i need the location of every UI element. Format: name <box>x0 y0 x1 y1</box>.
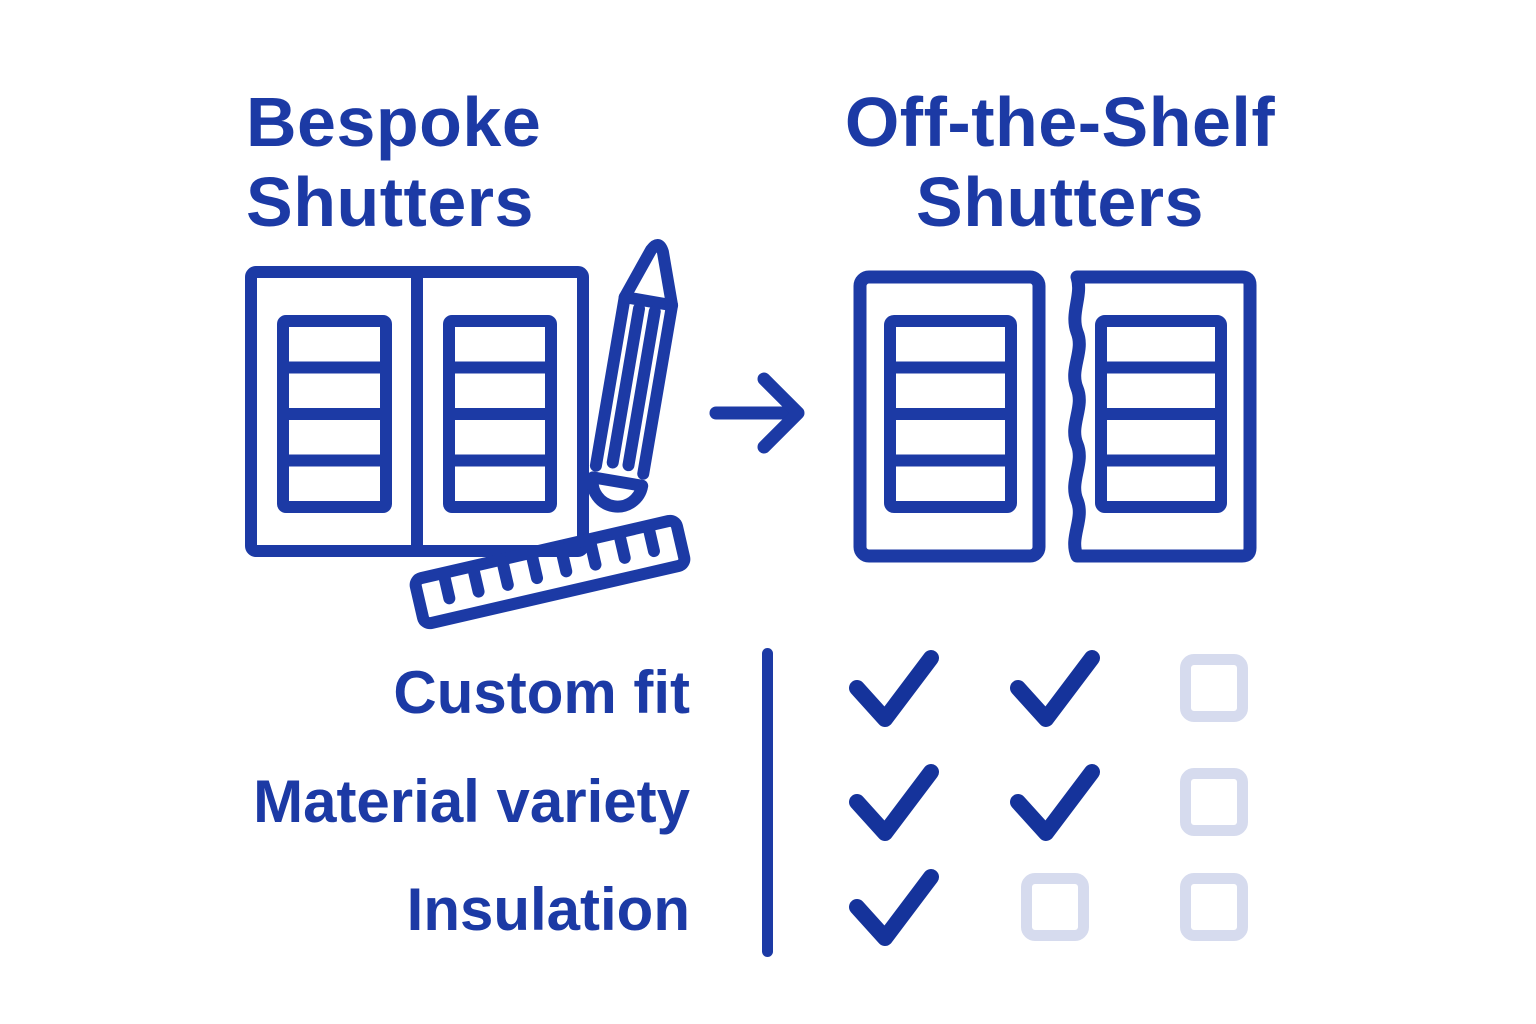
row-label-insulation: Insulation <box>406 876 690 943</box>
louver-panel-right <box>443 315 557 513</box>
comparison-divider <box>762 648 773 957</box>
shutter-panel-a <box>853 270 1046 563</box>
empty-checkbox-icon <box>1166 864 1262 950</box>
pencil-icon <box>586 239 679 513</box>
shutter-panel-b-wavy-edge <box>1068 270 1257 563</box>
offtheshelf-title: Off-the-Shelf Shutters <box>810 82 1310 242</box>
empty-checkbox-icon <box>1166 759 1262 845</box>
louver-panel-b <box>1095 315 1227 513</box>
checkmark-icon <box>1007 759 1103 845</box>
checkmark-icon <box>846 759 942 845</box>
checkmark-icon <box>846 645 942 731</box>
row-label-material-variety: Material variety <box>253 768 690 835</box>
ruler-icon <box>409 514 691 630</box>
offtheshelf-title-line1: Off-the-Shelf <box>844 83 1276 161</box>
offtheshelf-title-line2: Shutters <box>916 163 1204 241</box>
bespoke-shutters-illustration <box>245 239 691 630</box>
row-label-custom-fit: Custom fit <box>393 659 690 726</box>
louver-panel-left <box>277 315 392 513</box>
right-arrow-icon <box>709 372 805 454</box>
bespoke-title-line1: Bespoke <box>246 83 542 161</box>
louver-panel-a <box>884 315 1017 513</box>
bespoke-title: Bespoke Shutters <box>246 82 541 242</box>
checkmark-icon <box>846 864 942 950</box>
bespoke-title-line2: Shutters <box>246 163 534 241</box>
empty-checkbox-icon <box>1007 864 1103 950</box>
checkmark-icon <box>1007 645 1103 731</box>
empty-checkbox-icon <box>1166 645 1262 731</box>
offtheshelf-shutters-illustration <box>853 270 1257 563</box>
